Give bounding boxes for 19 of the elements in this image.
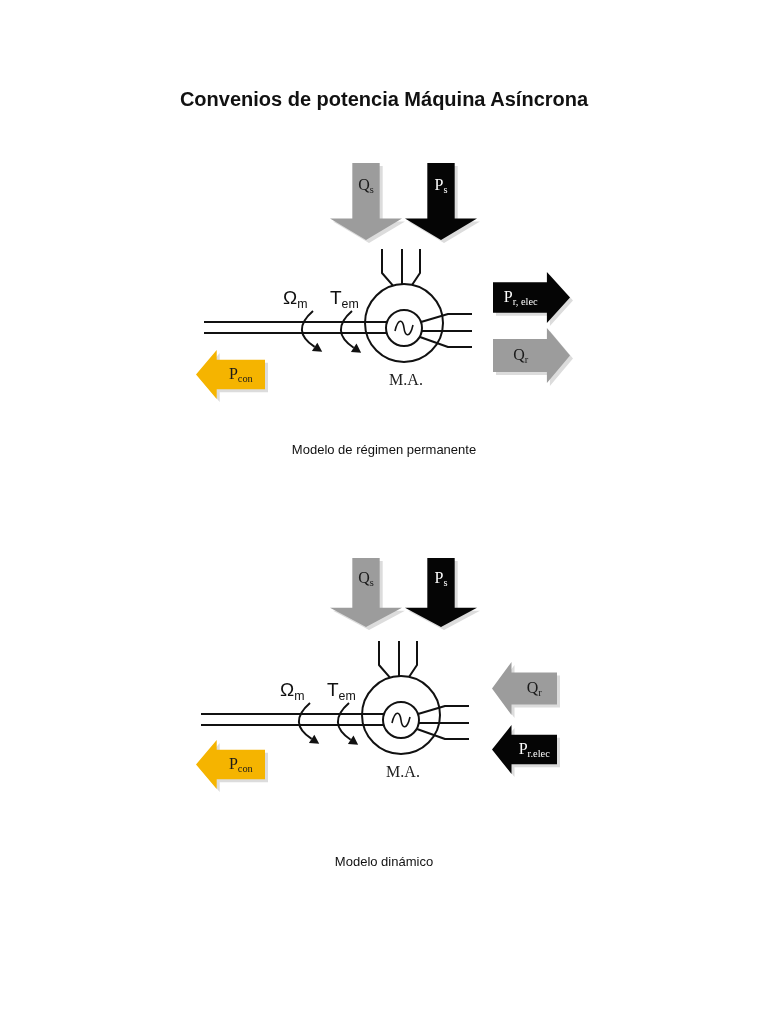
machine-label: M.A. [386, 763, 420, 781]
power-label: Q$_{r}$ [526, 678, 542, 699]
speed-label: Ω$_{m}$ [283, 287, 308, 311]
speed-label: Ω$_{m}$ [280, 679, 305, 703]
power-label: Q$_{s}$ [358, 568, 374, 589]
power-label: P$_{s}$ [434, 568, 448, 589]
power-label: P$_{r.elec}$ [518, 739, 550, 760]
figure-caption: Modelo de régimen permanente [291, 442, 477, 458]
machine-label: M.A. [389, 371, 423, 389]
power-label: P$_{s}$ [434, 176, 448, 197]
power-label: Q$_{r}$ [513, 345, 529, 366]
figure-caption: Modelo dinámico [334, 854, 434, 870]
torque-label: T$_{em}$ [330, 287, 359, 311]
title: Convenios de potencia Máquina Asíncrona [179, 87, 589, 111]
power-label: P$_{r, elec}$ [503, 287, 538, 308]
power-label: P$_{con}$ [228, 754, 253, 775]
power-label: P$_{con}$ [228, 364, 253, 385]
power-label: Q$_{s}$ [358, 176, 374, 197]
torque-label: T$_{em}$ [327, 679, 356, 703]
